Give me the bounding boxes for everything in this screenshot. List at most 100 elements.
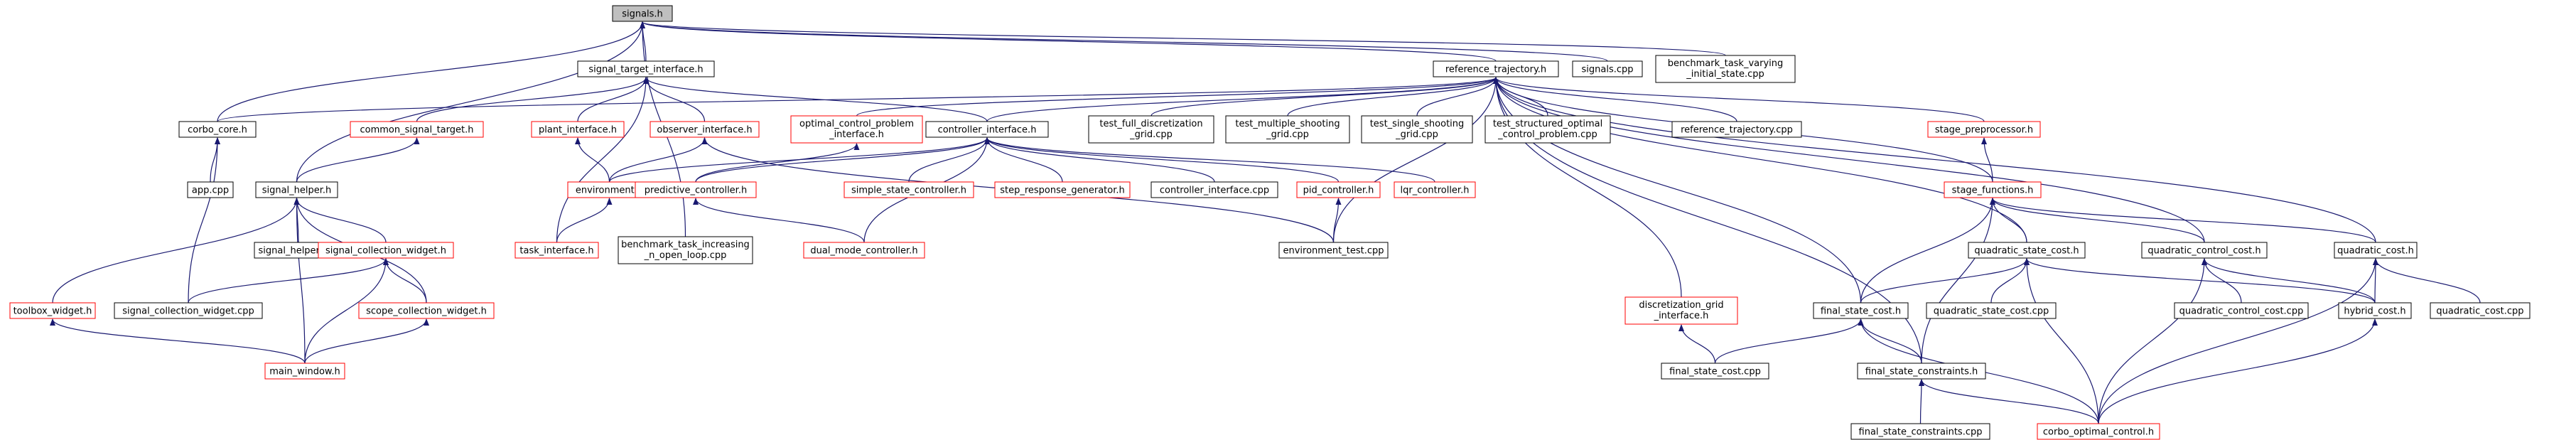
node-quadratic-cost-cpp[interactable]: quadratic_cost.cpp [2430,302,2531,319]
node-box[interactable] [178,121,257,138]
node-environment-test-cpp[interactable]: environment_test.cpp [1278,242,1389,259]
node-box[interactable] [844,181,974,198]
node-benchmark-task-increasing-n-open-loop-cpp[interactable]: benchmark_task_increasing_n_open_loop.cp… [618,236,753,264]
node-box[interactable] [1813,302,1909,319]
node-quadratic-state-cost-cpp[interactable]: quadratic_state_cost.cpp [1926,302,2057,319]
node-box[interactable] [1572,60,1643,77]
node-box[interactable] [1361,115,1473,144]
node-final-state-constraints-cpp[interactable]: final_state_constraints.cpp [1850,423,1990,440]
node-label: simple_state_controller.h [851,186,966,196]
node-test-full-discretization-grid-cpp[interactable]: test_full_discretization_grid.cpp [1088,115,1214,144]
node-box[interactable] [650,121,760,138]
edge-quadratic-cost-h-to-reference-trajectory-h [1493,77,2376,243]
node-box[interactable] [514,242,599,259]
node-app-cpp[interactable]: app.cpp [187,181,234,198]
node-lqr-controller-h[interactable]: lqr_controller.h [1394,181,1476,198]
node-box[interactable] [255,181,338,198]
node-benchmark-task-varying[interactable]: benchmark_task_varying_initial_state.cpp [1655,55,1796,83]
node-quadratic-state-cost-h[interactable]: quadratic_state_cost.h [1968,242,2086,259]
node-box[interactable] [9,302,96,319]
node-box[interactable] [1655,55,1796,83]
node-quadratic-cost-h[interactable]: quadratic_cost.h [2334,242,2418,259]
node-test-structured-optimal-control-problem-cpp[interactable]: test_structured_optimal_control_problem.… [1484,115,1611,144]
node-box[interactable] [2430,302,2531,319]
node-box[interactable] [1671,121,1802,138]
node-box[interactable] [1088,115,1214,144]
node-reference-trajectory-cpp[interactable]: reference_trajectory.cpp [1671,121,1802,138]
node-signal-helper-h[interactable]: signal_helper.h [255,181,338,198]
node-toolbox-widget-h[interactable]: toolbox_widget.h [9,302,96,319]
node-final-state-cost-h[interactable]: final_state_cost.h [1813,302,1909,319]
node-box[interactable] [2037,423,2160,440]
node-box[interactable] [1150,181,1278,198]
node-final-state-constraints-h[interactable]: final_state_constraints.h [1857,363,1986,380]
node-label: task_interface.h [519,246,593,257]
node-box[interactable] [1661,363,1769,380]
node-box[interactable] [635,181,757,198]
node-signals-cpp[interactable]: signals.cpp [1572,60,1643,77]
node-observer-interface-h[interactable]: observer_interface.h [650,121,760,138]
node-box[interactable] [2334,242,2418,259]
node-box[interactable] [1850,423,1990,440]
node-box[interactable] [2174,302,2309,319]
node-quadratic-control-cost-cpp[interactable]: quadratic_control_cost.cpp [2174,302,2309,319]
node-box[interactable] [264,363,345,380]
node-box[interactable] [1926,302,2057,319]
node-predictive-controller-h[interactable]: predictive_controller.h [635,181,757,198]
node-environment-h[interactable]: environment.h [567,181,652,198]
node-box[interactable] [925,121,1049,138]
node-simple-state-controller-h[interactable]: simple_state_controller.h [844,181,974,198]
node-box[interactable] [1624,296,1738,325]
node-scope-collection-widget-h[interactable]: scope_collection_widget.h [358,302,495,319]
node-stage-functions-h[interactable]: stage_functions.h [1944,181,2042,198]
node-box[interactable] [114,302,263,319]
node-signals-h[interactable]: signals.h [612,5,673,22]
node-corbo-core-h[interactable]: corbo_core.h [178,121,257,138]
node-box[interactable] [1296,181,1381,198]
node-box[interactable] [803,242,925,259]
node-box[interactable] [1944,181,2042,198]
node-reference-trajectory-h[interactable]: reference_trajectory.h [1433,60,1559,77]
node-box[interactable] [612,5,673,22]
node-main-window-h[interactable]: main_window.h [264,363,345,380]
node-pid-controller-h[interactable]: pid_controller.h [1296,181,1381,198]
node-box[interactable] [1484,115,1611,144]
node-box[interactable] [2141,242,2268,259]
node-box[interactable] [994,181,1131,198]
node-box[interactable] [1927,121,2041,138]
node-common-signal-target-h[interactable]: common_signal_target.h [350,121,484,138]
node-box[interactable] [2338,302,2412,319]
node-box[interactable] [618,236,753,264]
node-dual-mode-controller-h[interactable]: dual_mode_controller.h [803,242,925,259]
node-optimal-control-problem-interface-h[interactable]: optimal_control_problem_interface.h [790,115,923,144]
node-box[interactable] [1968,242,2086,259]
node-box[interactable] [1394,181,1476,198]
node-box[interactable] [1278,242,1389,259]
node-box[interactable] [1433,60,1559,77]
node-task-interface-h[interactable]: task_interface.h [514,242,599,259]
node-box[interactable] [318,242,454,259]
node-corbo-optimal-control-h[interactable]: corbo_optimal_control.h [2037,423,2160,440]
node-box[interactable] [790,115,923,144]
node-final-state-cost-cpp[interactable]: final_state_cost.cpp [1661,363,1769,380]
node-quadratic-control-cost-h[interactable]: quadratic_control_cost.h [2141,242,2268,259]
node-controller-interface-h[interactable]: controller_interface.h [925,121,1049,138]
node-box[interactable] [358,302,495,319]
node-step-response-generator-h[interactable]: step_response_generator.h [994,181,1131,198]
node-box[interactable] [1225,115,1350,144]
node-box[interactable] [1857,363,1986,380]
node-box[interactable] [531,121,625,138]
node-test-multiple-shooting-grid-cpp[interactable]: test_multiple_shooting_grid.cpp [1225,115,1350,144]
node-signal-collection-widget-cpp[interactable]: signal_collection_widget.cpp [114,302,263,319]
node-test-single-shooting-grid-cpp[interactable]: test_single_shooting_grid.cpp [1361,115,1473,144]
node-stage-preprocessor-h[interactable]: stage_preprocessor.h [1927,121,2041,138]
node-controller-interface-cpp[interactable]: controller_interface.cpp [1150,181,1278,198]
node-signal-collection-widget-h[interactable]: signal_collection_widget.h [318,242,454,259]
node-hybrid-cost-h[interactable]: hybrid_cost.h [2338,302,2412,319]
node-box[interactable] [577,60,715,77]
node-plant-interface-h[interactable]: plant_interface.h [531,121,625,138]
node-discretization-grid-interface-h[interactable]: discretization_grid_interface.h [1624,296,1738,325]
node-box[interactable] [350,121,484,138]
node-signal-target-interface-h[interactable]: signal_target_interface.h [577,60,715,77]
node-box[interactable] [187,181,234,198]
